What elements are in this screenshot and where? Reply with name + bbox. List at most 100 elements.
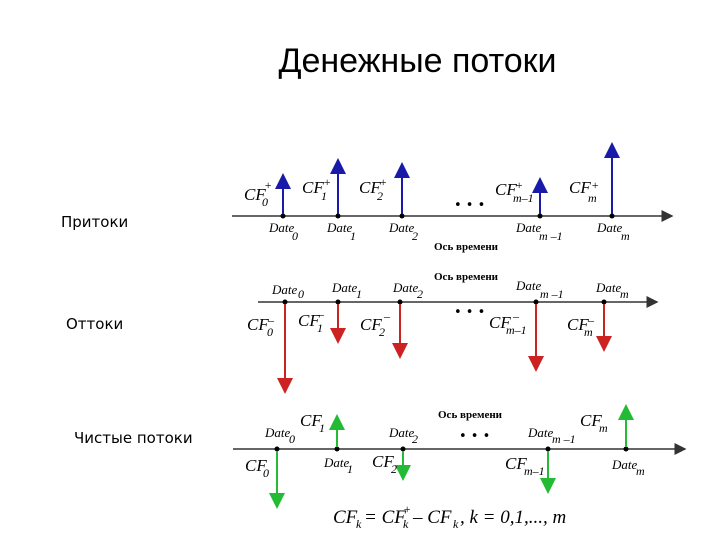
axis-label: Ось времени xyxy=(434,271,499,283)
svg-text:–: – xyxy=(587,313,595,327)
date-point-1 xyxy=(335,213,341,219)
svg-text:Date: Date xyxy=(392,280,419,295)
inflow-label-1: CF+1 xyxy=(302,175,331,203)
svg-text:1: 1 xyxy=(350,229,356,243)
svg-text:CF: CF xyxy=(247,315,269,334)
date-point-2 xyxy=(397,299,403,305)
svg-text:–: – xyxy=(267,313,275,327)
inflow-label-2: CF+2 xyxy=(359,175,387,203)
svg-text:2: 2 xyxy=(417,287,423,301)
svg-text:Date: Date xyxy=(271,282,298,297)
date-point-2 xyxy=(399,213,405,219)
ellipsis: • • • xyxy=(454,198,485,213)
svg-text:Date: Date xyxy=(515,220,542,235)
svg-text:2: 2 xyxy=(391,462,397,476)
svg-text:Date: Date xyxy=(264,425,291,440)
ellipsis: • • • xyxy=(459,429,490,444)
svg-text:m –1: m –1 xyxy=(540,287,564,301)
svg-text:m: m xyxy=(621,229,630,243)
svg-text:m–1: m–1 xyxy=(524,464,545,478)
svg-text:1: 1 xyxy=(319,421,325,435)
svg-text:CF: CF xyxy=(300,411,322,430)
svg-text:CF: CF xyxy=(567,315,589,334)
date-point-1 xyxy=(334,446,340,452)
svg-text:0: 0 xyxy=(298,287,304,301)
svg-text:Date: Date xyxy=(596,220,623,235)
svg-text:m: m xyxy=(588,191,597,205)
svg-text:+: + xyxy=(515,178,523,192)
svg-text:CF: CF xyxy=(569,178,591,197)
svg-text:Date: Date xyxy=(527,425,554,440)
date-point-m xyxy=(623,446,629,452)
svg-text:CF: CF xyxy=(244,185,266,204)
svg-text:–: – xyxy=(317,307,325,321)
svg-text:1: 1 xyxy=(347,462,353,476)
svg-text:2: 2 xyxy=(377,189,383,203)
outflow-label-2: CF–2 xyxy=(360,309,391,339)
svg-text:2: 2 xyxy=(412,229,418,243)
svg-text:Date: Date xyxy=(611,457,638,472)
svg-text:, k = 0,1,..., m: , k = 0,1,..., m xyxy=(460,507,566,528)
svg-text:0: 0 xyxy=(289,432,295,446)
date-point-1 xyxy=(335,299,341,305)
svg-text:m –1: m –1 xyxy=(552,432,576,446)
svg-text:+: + xyxy=(379,175,387,189)
svg-text:CF: CF xyxy=(372,452,394,471)
svg-text:Date: Date xyxy=(331,280,358,295)
net-label-1: CF1 xyxy=(300,411,325,435)
svg-text:1: 1 xyxy=(356,287,362,301)
svg-text:Date: Date xyxy=(388,425,415,440)
svg-text:CF: CF xyxy=(359,178,381,197)
net-label-m-1: CFm–1 xyxy=(505,454,545,478)
svg-text:CF: CF xyxy=(360,315,382,334)
svg-text:m –1: m –1 xyxy=(539,229,563,243)
date-point-0 xyxy=(274,446,280,452)
inflow-label-m-1: CF+m–1 xyxy=(495,178,534,205)
ellipsis: • • • xyxy=(454,305,485,320)
svg-text:m–1: m–1 xyxy=(513,191,534,205)
net-flows-label: Чистые потоки xyxy=(74,429,193,447)
net-flows-row: Ось времени CF1 CFm CF0 CF2 CFm–1 Date0 … xyxy=(233,404,687,509)
svg-text:–: – xyxy=(512,309,520,323)
svg-text:2: 2 xyxy=(412,432,418,446)
svg-text:0: 0 xyxy=(267,325,273,339)
svg-text:+: + xyxy=(403,502,411,516)
net-label-m: CFm xyxy=(580,411,608,435)
net-flow-formula: CF k = CF + k – CF k , k = 0,1,..., m xyxy=(333,502,566,531)
date-point-m xyxy=(601,299,607,305)
date-point-0 xyxy=(280,213,286,219)
inflow-label-m: CF+m xyxy=(569,178,599,205)
outflow-label-0: CF–0 xyxy=(247,313,275,339)
date-point-0 xyxy=(282,299,288,305)
svg-text:Date: Date xyxy=(323,455,350,470)
svg-text:–: – xyxy=(383,309,391,323)
svg-text:CF: CF xyxy=(505,454,527,473)
svg-text:m: m xyxy=(636,464,645,478)
svg-text:+: + xyxy=(264,178,272,192)
axis-label: Ось времени xyxy=(434,241,499,253)
svg-text:m–1: m–1 xyxy=(506,323,527,337)
date-point-m-1 xyxy=(537,213,543,219)
svg-text:1: 1 xyxy=(317,321,323,335)
date-point-m-1 xyxy=(545,446,551,452)
date-point-m xyxy=(609,213,615,219)
svg-text:m: m xyxy=(620,287,629,301)
svg-text:CF: CF xyxy=(489,313,511,332)
svg-text:0: 0 xyxy=(263,466,269,480)
page-title: Денежные потоки xyxy=(278,42,557,80)
svg-text:– CF: – CF xyxy=(412,507,452,528)
